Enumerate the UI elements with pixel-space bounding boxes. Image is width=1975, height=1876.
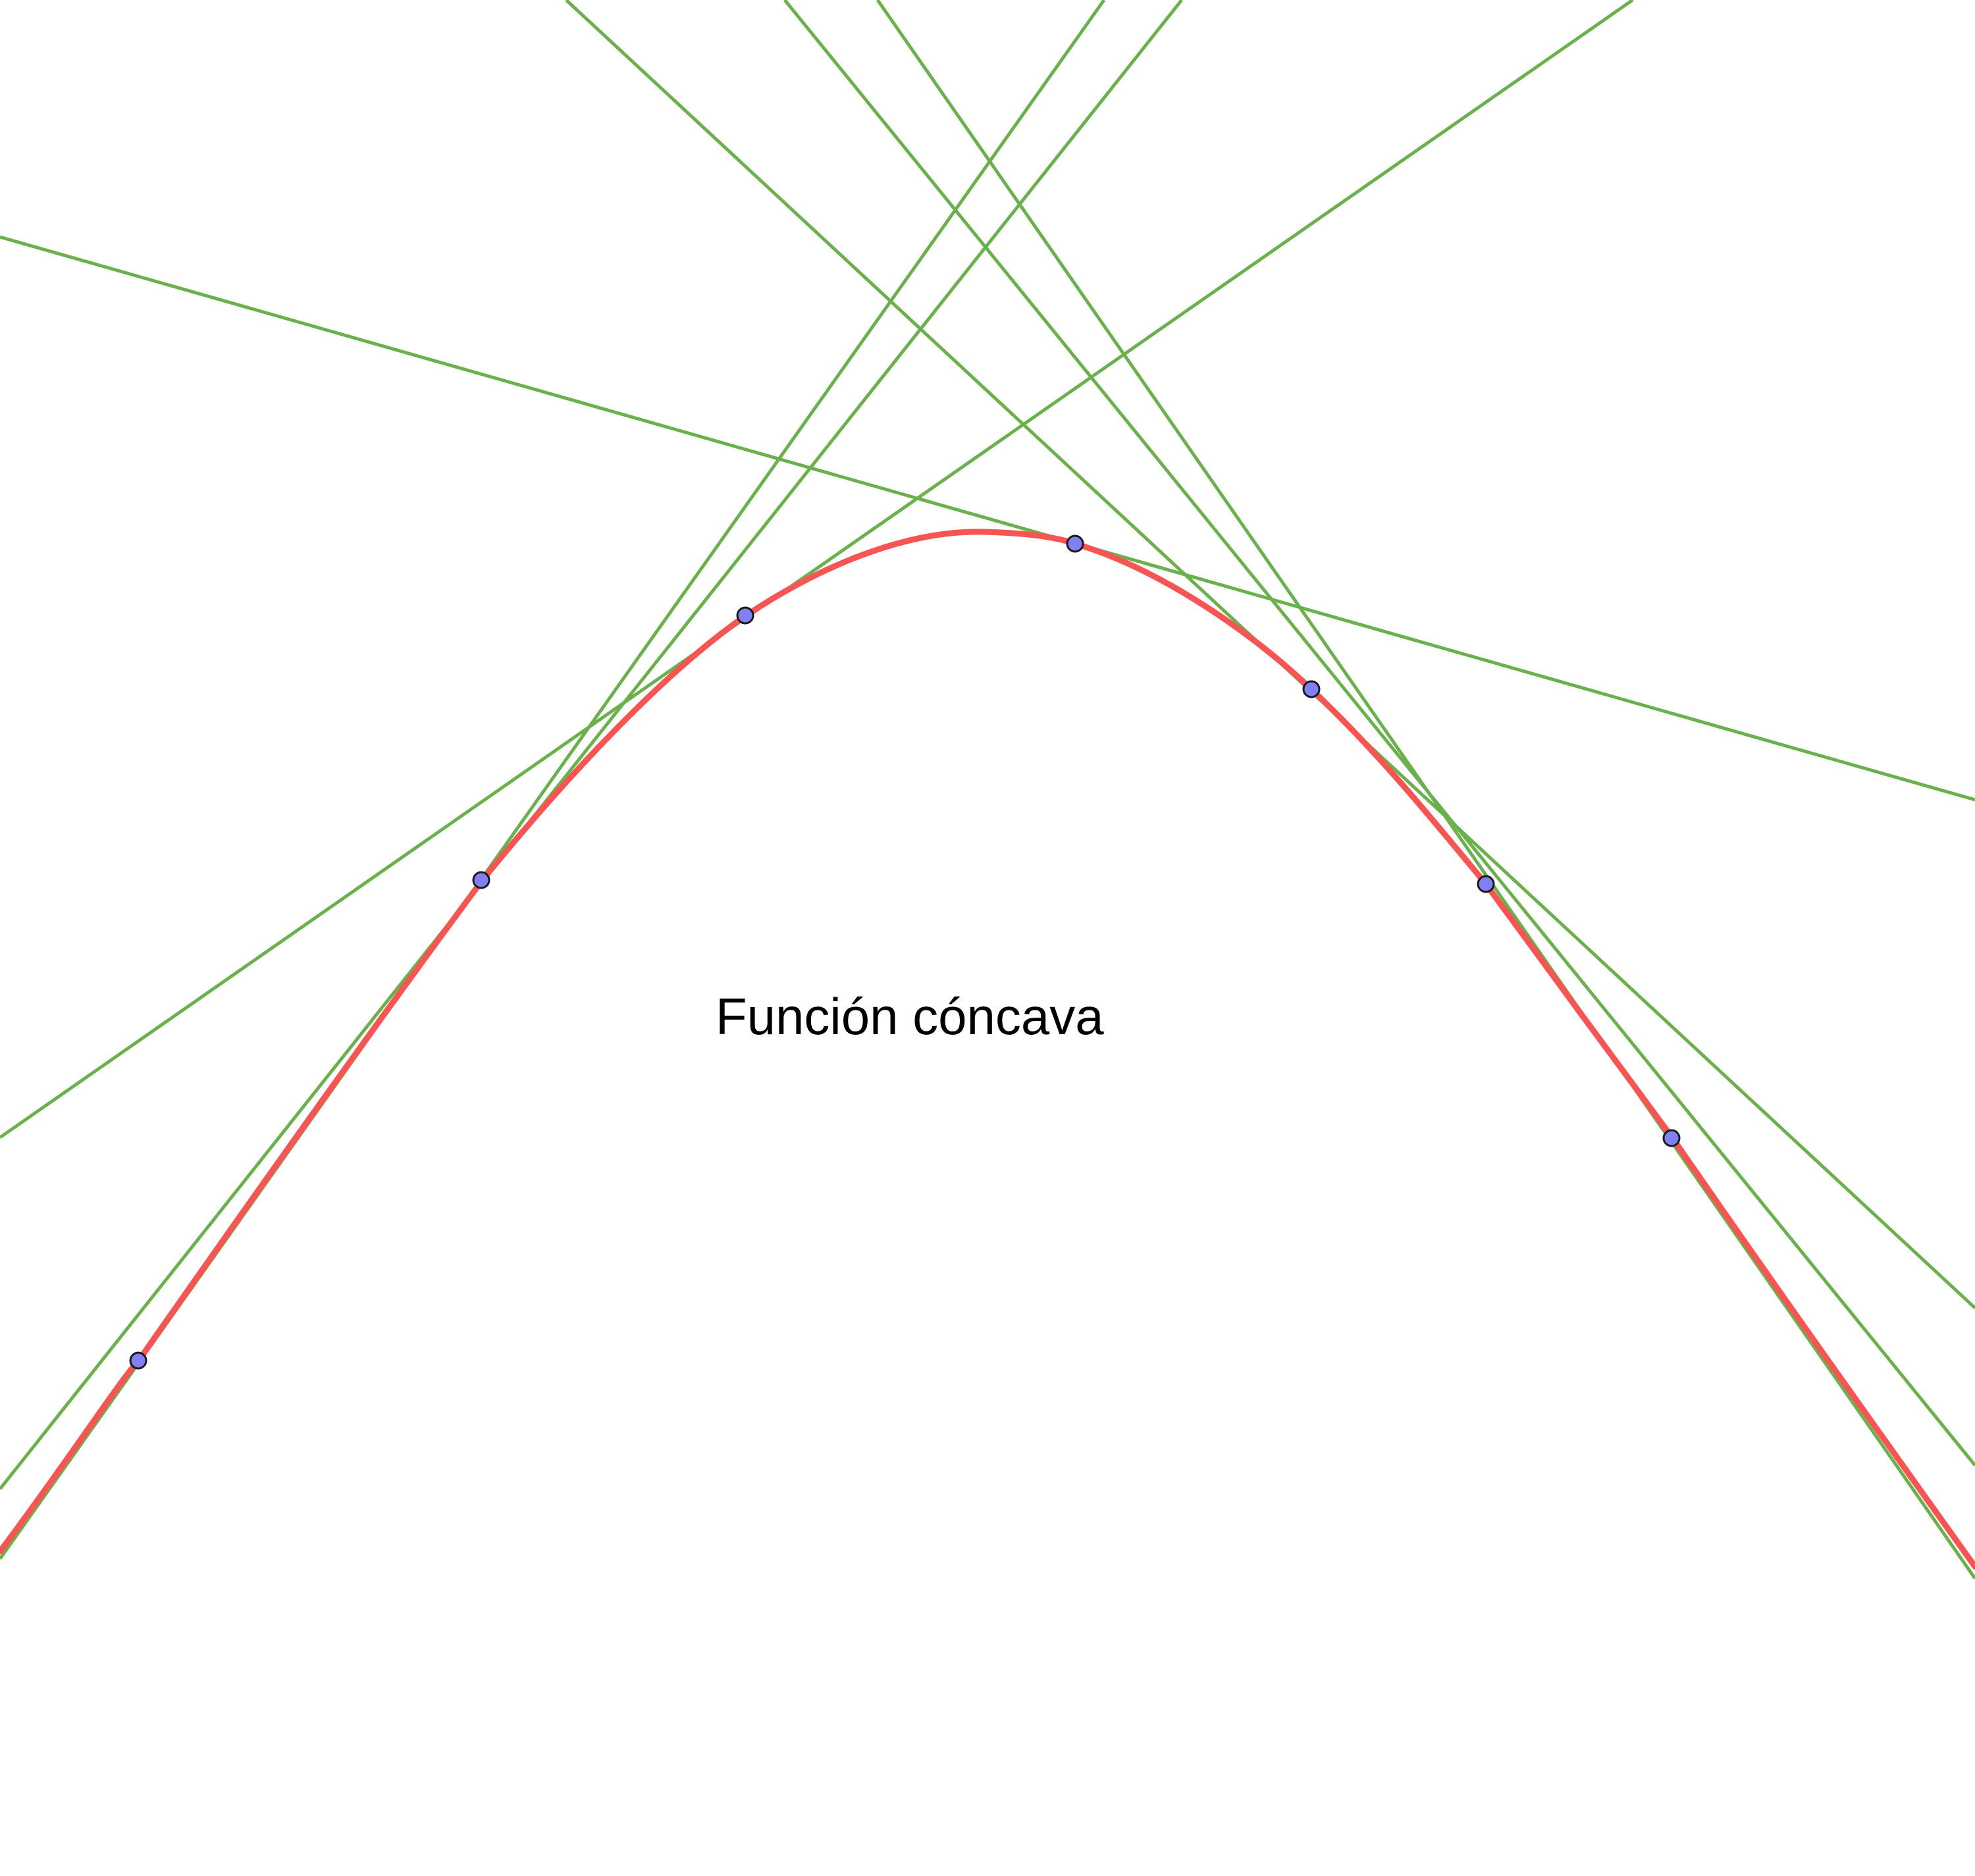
figure-label: Función cóncava — [716, 987, 1104, 1045]
concave-curve — [0, 529, 1975, 1570]
tangency-point — [129, 1351, 147, 1370]
tangency-point — [472, 871, 490, 889]
tangent-line — [0, 235, 1975, 802]
tangency-points — [129, 534, 1681, 1370]
tangency-point — [736, 606, 754, 625]
tangency-point — [1662, 1129, 1681, 1147]
tangency-point — [1302, 680, 1321, 698]
tangency-point — [1477, 875, 1495, 893]
tangent-line — [0, 0, 1634, 1139]
tangent-line — [876, 0, 1975, 1580]
tangent-line — [783, 0, 1975, 1467]
tangency-point — [1066, 534, 1084, 553]
